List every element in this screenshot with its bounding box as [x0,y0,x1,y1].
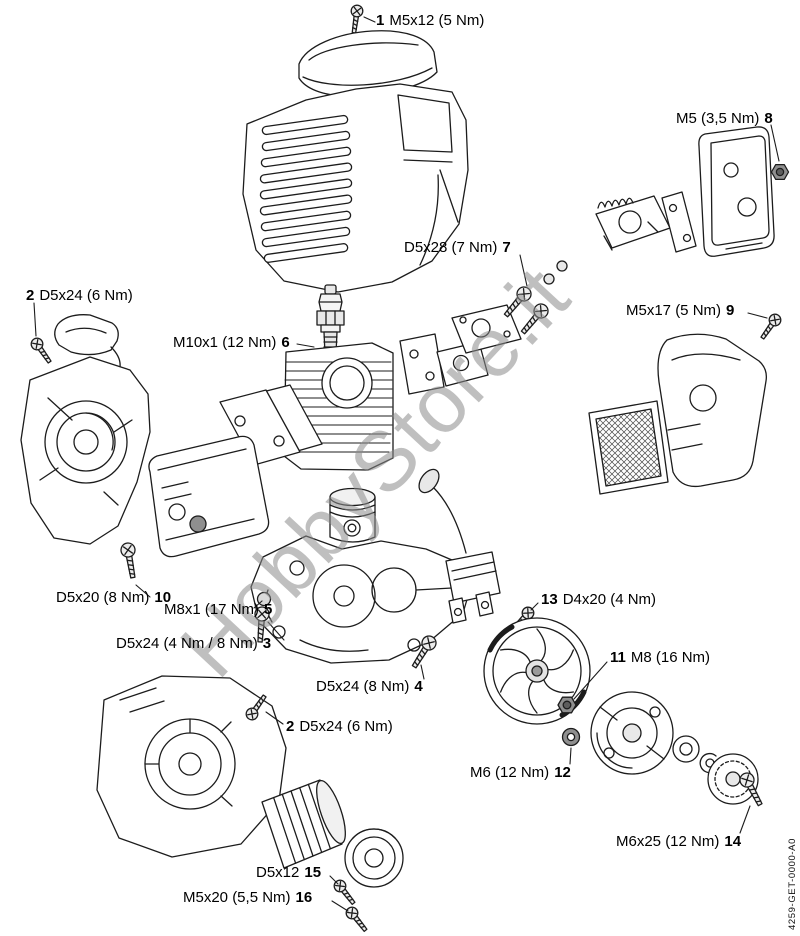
callout-4-spec: D5x24 (8 Nm) [316,678,410,695]
callout-3-number: 3 [262,635,272,652]
intake-manifold-part [436,260,568,387]
carburetor-gasket-part [661,191,697,253]
engine-shroud-part [242,83,469,293]
crankcase-part [250,535,472,664]
flywheel-part [483,617,591,725]
callout-10-spec: D5x20 (8 Nm) [56,589,150,606]
nut-8-part [770,163,790,181]
callout-5-spec: M8x1 (17 Nm) [164,601,260,618]
clutch-washer-part [672,735,700,763]
callout-15-number: 15 [304,864,322,881]
fan-housing-part [96,675,287,858]
document-code: 4259-GET-0000-A0 [787,838,798,930]
screw-7b-part [516,300,552,338]
ignition-coil-part [418,468,501,624]
callout-7: D5x28 (7 Nm) 7 [404,240,511,256]
screw-10-part [119,541,141,580]
shroud-louvers [259,114,353,263]
callout-11-number: 11 [610,649,626,666]
screw-7a-part [499,283,535,321]
screw-1-part [347,3,365,35]
callout-11: 11 M8 (16 Nm) [610,650,710,666]
clutch-part [590,691,674,775]
callout-1-spec: M5x12 (5 Nm) [389,12,485,29]
callout-13-number: 13 [541,591,558,608]
callout-12-spec: M6 (12 Nm) [470,764,550,781]
callout-2-bottom-number: 2 [286,718,295,735]
callout-14-spec: M6x25 (12 Nm) [616,833,720,850]
clutch-drum-part [707,753,759,805]
intake-tube-part [261,779,346,869]
callout-4: D5x24 (8 Nm) 4 [316,679,423,695]
callout-5-number: 5 [264,601,273,618]
callout-9-spec: M5x17 (5 Nm) [626,302,722,319]
exhaust-cover-part [698,126,775,257]
air-filter-element-part [588,400,669,495]
callout-8: M5 (3,5 Nm) 8 [676,111,773,127]
air-filter-cover-part [657,333,767,488]
callout-12-number: 12 [554,764,571,781]
callout-9: M5x17 (5 Nm) 9 [626,303,734,319]
muffler-part [148,435,270,558]
callout-13-spec: D4x20 (4 Nm) [562,591,657,608]
callout-6: M10x1 (12 Nm) 6 [173,335,290,351]
callout-9-number: 9 [726,302,735,319]
cylinder-gasket-part [399,333,445,395]
callout-3-spec: D5x24 (4 Nm / 8 Nm) [116,635,258,652]
spark-plug-part [316,284,345,362]
callout-10: D5x20 (8 Nm) 10 [56,590,171,606]
callout-7-spec: D5x28 (7 Nm) [404,239,498,256]
nut-11-part [557,696,577,714]
callout-10-number: 10 [154,589,172,606]
callout-12: M6 (12 Nm) 12 [470,765,571,781]
piston-part [329,487,376,543]
callout-14-number: 14 [724,833,742,850]
callout-2-bottom-spec: D5x24 (6 Nm) [299,718,393,735]
callout-2-top-number: 2 [26,287,35,304]
callout-11-spec: M8 (16 Nm) [630,649,711,666]
callout-5: M8x1 (17 Nm) 5 [164,602,272,618]
intake-cup-part [344,828,404,888]
callout-8-spec: M5 (3,5 Nm) [676,110,760,127]
callout-16-number: 16 [295,889,313,906]
carburetor-part [595,195,671,251]
callout-1: 1 M5x12 (5 Nm) [376,13,484,29]
callout-16-spec: M5x20 (5,5 Nm) [183,889,291,906]
muffler-heat-shield-part [219,384,323,466]
callout-15-spec: D5x12 [256,864,300,881]
callout-15: D5x12 15 [256,865,321,881]
leader-lines [33,16,780,912]
screw-16-part [343,904,371,935]
callout-2-top-spec: D5x24 (6 Nm) [39,287,133,304]
callout-1-number: 1 [376,12,385,29]
starter-assembly-part [20,314,151,545]
callout-3: D5x24 (4 Nm / 8 Nm) 3 [116,636,271,652]
callout-2-top: 2 D5x24 (6 Nm) [26,288,133,304]
callout-16: M5x20 (5,5 Nm) 16 [183,890,312,906]
washer-12-part [561,727,581,747]
callout-6-number: 6 [281,334,290,351]
callout-6-spec: M10x1 (12 Nm) [173,334,277,351]
callout-4-number: 4 [414,678,423,695]
callout-13: 13 D4x20 (4 Nm) [541,592,656,608]
screw-2a-part [28,335,56,366]
callout-2-bottom: 2 D5x24 (6 Nm) [286,719,393,735]
callout-8-number: 8 [764,110,773,127]
callout-7-number: 7 [502,239,511,256]
callout-14: M6x25 (12 Nm) 14 [616,834,741,850]
